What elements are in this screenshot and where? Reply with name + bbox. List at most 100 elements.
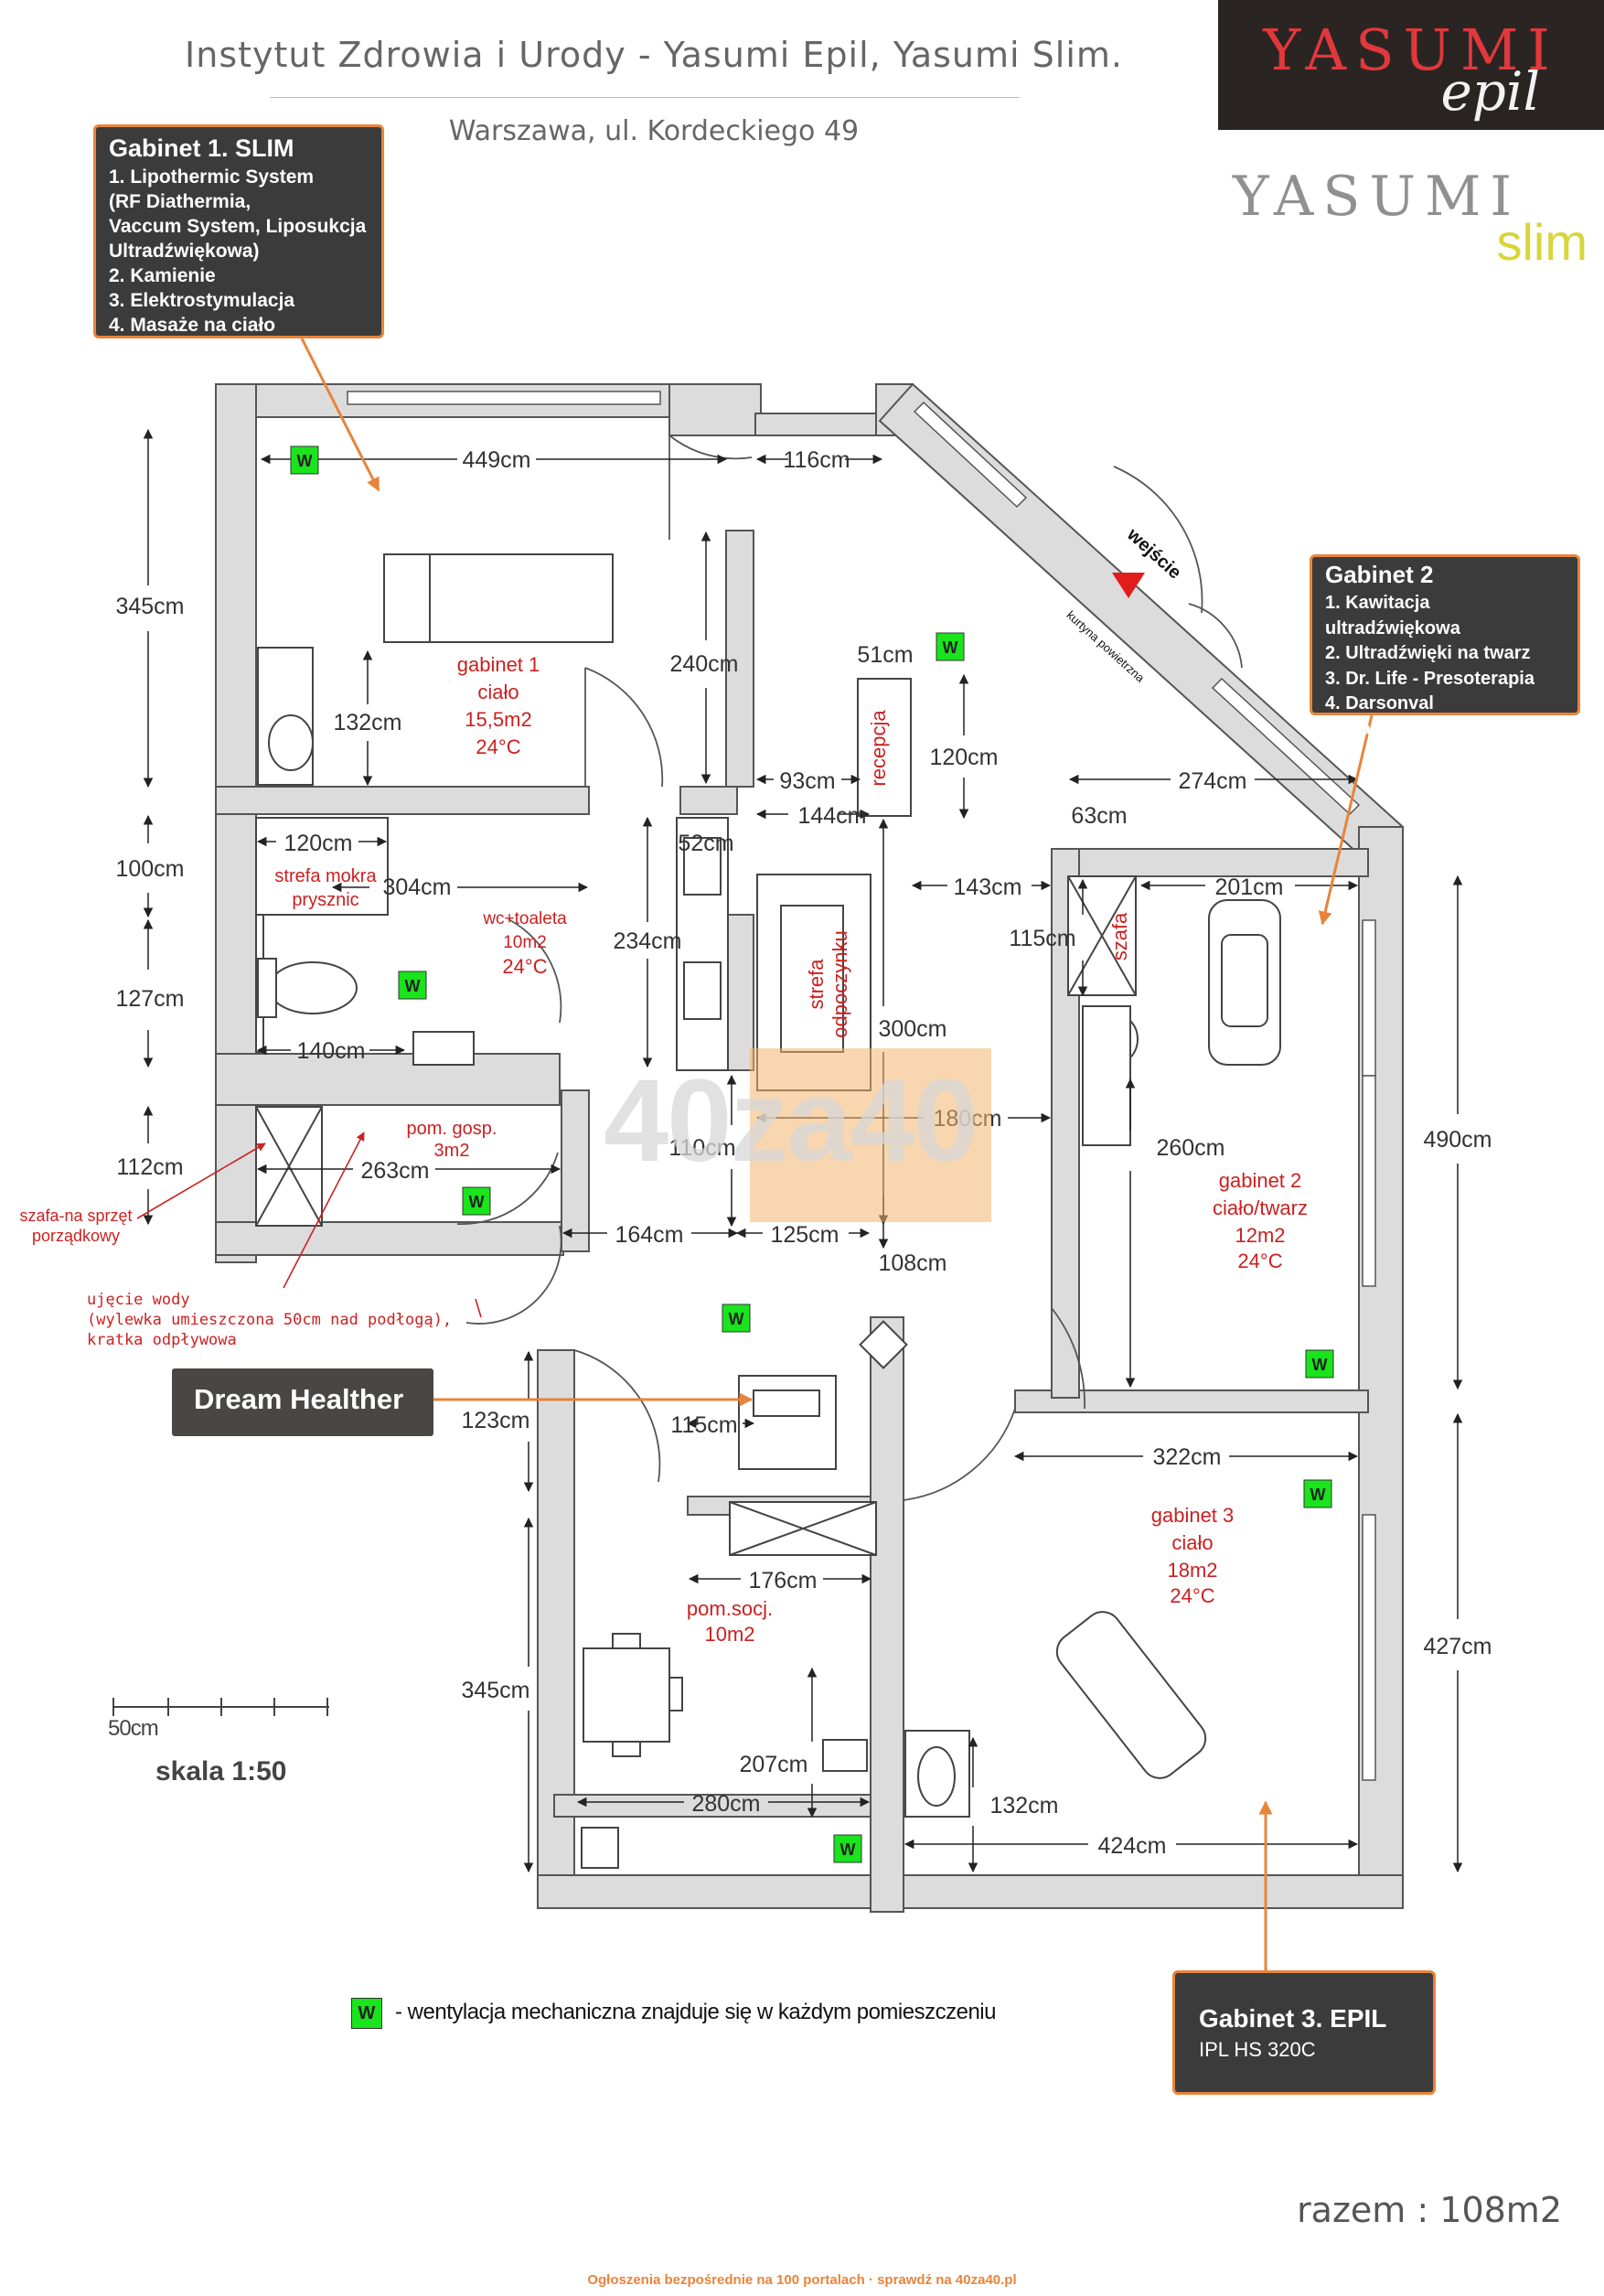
dim-116: 116cm	[783, 447, 850, 473]
wall-bottom	[537, 1874, 1404, 1909]
callout-line: 2. Kamienie	[109, 265, 216, 286]
chair-2-seat	[1221, 934, 1268, 1027]
dim-127: 127cm	[115, 986, 184, 1012]
wall-gab1-right	[725, 530, 754, 788]
wall-gab1-stub	[679, 786, 738, 815]
door-entry-swing-b	[1188, 603, 1243, 669]
logo-slim-word: YASUMI	[1233, 165, 1522, 229]
dim-63: 63cm	[1071, 803, 1127, 829]
room1-name: gabinet 1	[457, 653, 540, 676]
callout-gabinet3-title: Gabinet 3. EPIL	[1199, 2004, 1387, 2033]
dim-144: 144cm	[797, 803, 866, 829]
callout-line: Vaccum System, Liposukcja	[109, 216, 367, 237]
note-szafa: szafa-na sprzęt porządkowy	[16, 1206, 135, 1246]
scale-label: skala 1:50	[155, 1756, 287, 1786]
dim-108: 108cm	[878, 1250, 946, 1276]
furniture	[255, 553, 1281, 1869]
logo-epil-word: YASUMI	[1263, 16, 1559, 83]
strefa-label-2: odpoczynku	[829, 930, 851, 1037]
wall-soc-left	[537, 1349, 575, 1909]
dim-112: 112cm	[116, 1154, 183, 1180]
shower-tray	[255, 817, 389, 916]
note-line: porządkowy	[31, 1227, 121, 1245]
callout-gabinet3: Gabinet 3. EPIL IPL HS 320C	[1172, 1970, 1436, 2095]
yasumi-epil-logo: YASUMI epil	[1218, 0, 1604, 130]
gosp-name: pom. gosp.	[407, 1119, 497, 1139]
callout-line: 4. Darsonval	[1325, 693, 1434, 713]
window-gab3	[1362, 1514, 1376, 1781]
room2-area: 12m2	[1235, 1224, 1285, 1247]
scale-number: 50cm	[108, 1716, 159, 1741]
sofa-seat	[780, 905, 844, 1053]
dim-110: 110cm	[668, 1135, 735, 1161]
dim-345-top: 345cm	[115, 594, 184, 619]
door-main-swing	[668, 435, 753, 460]
dim-240: 240cm	[669, 651, 738, 677]
recepcja-label: recepcja	[867, 710, 890, 787]
callout-line: 1. Lipothermic System	[109, 166, 315, 188]
callout-dream-title: Dream Healther	[194, 1383, 404, 1415]
callout-gabinet1: Gabinet 1. SLIM 1. Lipothermic System (R…	[93, 124, 384, 338]
footer-text: Ogłoszenia bezpośrednie na 100 portalach…	[587, 2272, 1017, 2288]
title-divider	[270, 97, 1020, 98]
dim-115-device: 115cm	[670, 1412, 737, 1438]
wc-temp: 24°C	[502, 955, 547, 978]
dim-176: 176cm	[748, 1568, 817, 1593]
dim-490: 490cm	[1423, 1127, 1492, 1153]
callout-line: 3. Dr. Life - Presoterapia	[1325, 668, 1534, 689]
vent-marker: W	[1303, 1479, 1332, 1508]
note-line: kratka odpływowa	[87, 1331, 237, 1349]
callout-line: 5. Maseczki na Twarz	[1325, 718, 1508, 739]
dim-51: 51cm	[857, 642, 913, 668]
dim-207: 207cm	[739, 1752, 807, 1777]
shower-name: strefa mokra	[274, 866, 377, 886]
total-area: razem : 108m2	[1297, 2190, 1562, 2230]
callout-arrows	[300, 338, 1374, 1970]
wall-left	[215, 383, 257, 1263]
soc-table	[583, 1647, 670, 1743]
door-hall-swing	[465, 1225, 562, 1325]
wall-gosp-right	[561, 1089, 590, 1252]
window-gab2a	[1362, 919, 1376, 1077]
wall-gab1-bottom	[215, 786, 590, 815]
svg-text:W: W	[1312, 1356, 1328, 1374]
window-diag-b	[1211, 677, 1361, 816]
vent-marker: W	[936, 632, 965, 661]
note-arrows	[136, 1132, 482, 1318]
dim-424: 424cm	[1097, 1833, 1166, 1859]
callout-line: 2. Ultradźwięki na twarz	[1325, 643, 1531, 663]
pillar-small	[859, 1320, 908, 1369]
scale-bar	[112, 1698, 329, 1716]
room3-area: 18m2	[1167, 1559, 1217, 1582]
legend-text: - wentylacja mechaniczna znajduje się w …	[395, 2000, 996, 2024]
massage-bed-1	[383, 553, 614, 643]
dim-140: 140cm	[296, 1038, 365, 1064]
ventilation-markers: W W W W W W W W	[290, 445, 1334, 1863]
dim-123: 123cm	[461, 1408, 529, 1433]
room1-area: 15,5m2	[465, 708, 531, 731]
gosp-area: 3m2	[434, 1141, 470, 1161]
svg-text:W: W	[840, 1840, 856, 1859]
dim-263: 263cm	[360, 1158, 429, 1184]
dim-280: 280cm	[691, 1791, 760, 1817]
legend-vent-icon: W	[351, 1998, 382, 2029]
wall-gab2-top	[1051, 848, 1369, 877]
wall-gab3-left	[870, 1316, 904, 1913]
wc-sink-a	[683, 837, 722, 896]
room2-name: gabinet 2	[1219, 1169, 1302, 1192]
door-soc-swing	[573, 1349, 661, 1483]
dimension-labels: 449cm 116cm 345cm 240cm 51cm 132cm 120cm…	[115, 447, 1492, 1859]
svg-text:W: W	[729, 1310, 744, 1328]
dim-427: 427cm	[1423, 1634, 1492, 1659]
door-gab1-swing	[584, 667, 664, 788]
window-gab1	[347, 391, 661, 405]
wall-bottom-left	[215, 1221, 564, 1256]
toilet-tank	[257, 958, 277, 1018]
reception-desk	[857, 678, 912, 817]
vent-marker: W	[290, 445, 319, 475]
callout-gabinet2: Gabinet 2 1. Kawitacja ultradźwiękowa 2.…	[1310, 554, 1580, 739]
logo-epil-sub: epil	[1440, 60, 1540, 123]
address: Warszawa, ul. Kordeckiego 49	[448, 115, 860, 147]
dim-100: 100cm	[115, 856, 184, 882]
callout-dream-healther: Dream Healther	[172, 1368, 433, 1436]
